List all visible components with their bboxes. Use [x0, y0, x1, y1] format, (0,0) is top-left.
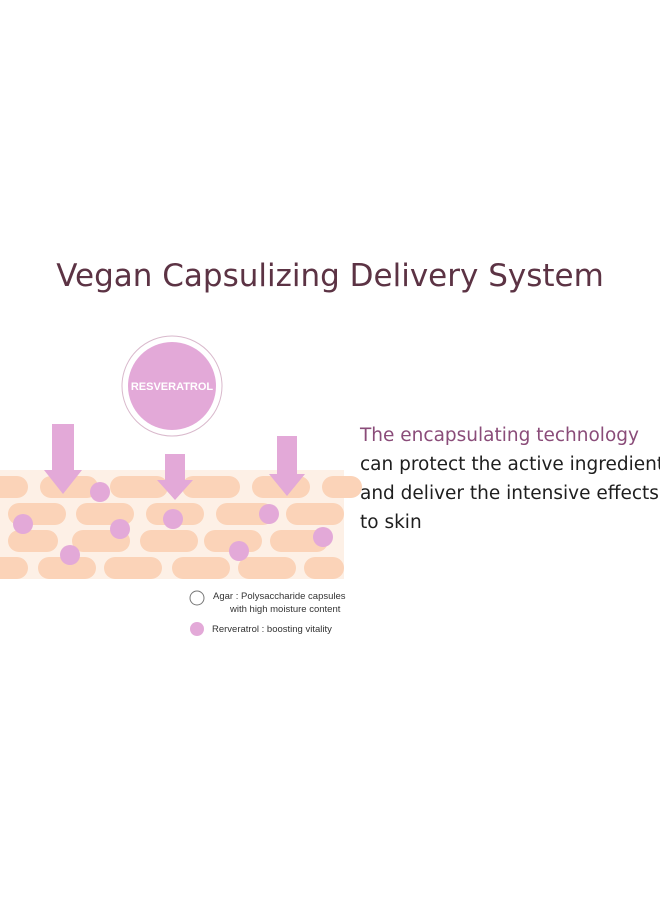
skin-cell [140, 530, 198, 552]
skin-cell [0, 557, 28, 579]
empty-circle-icon [189, 590, 205, 606]
description-line: and deliver the intensive effects [360, 483, 659, 504]
legend-agar-line1: Agar : Polysaccharide capsules [213, 591, 346, 602]
resveratrol-dot [90, 482, 110, 502]
down-arrow-icon [269, 436, 305, 496]
skin-cell [8, 530, 58, 552]
legend-agar-desc: Polysaccharide capsules [241, 591, 346, 602]
skin-cell [38, 557, 96, 579]
skin-cell [322, 476, 362, 498]
legend-resveratrol-term: Rerveratrol [212, 624, 259, 635]
description: The encapsulating technology can protect… [360, 421, 660, 537]
resveratrol-dot [60, 545, 80, 565]
skin-cell [172, 557, 230, 579]
resveratrol-dot [259, 504, 279, 524]
down-arrow-icon [157, 454, 193, 500]
resveratrol-dot [229, 541, 249, 561]
pink-dot-icon [190, 622, 204, 636]
skin-cell [110, 476, 168, 498]
resveratrol-dot [13, 514, 33, 534]
legend: Agar : Polysaccharide capsules with high… [189, 590, 346, 636]
legend-agar-term: Agar [213, 591, 233, 602]
resveratrol-capsule: RESVERATROL [121, 335, 223, 437]
page-title: Vegan Capsulizing Delivery System [56, 258, 604, 294]
capsule-label: RESVERATROL [131, 381, 214, 393]
legend-resveratrol-desc: boosting vitality [267, 624, 332, 635]
resveratrol-dot [110, 519, 130, 539]
skin-cell [304, 557, 344, 579]
skin-cell [286, 503, 344, 525]
legend-resveratrol: Rerveratrol : boosting vitality [212, 624, 332, 635]
down-arrow-icon [44, 424, 82, 494]
skin-cell [104, 557, 162, 579]
resveratrol-dots [13, 482, 333, 565]
skin-cell [238, 557, 296, 579]
description-highlight: The encapsulating technology [360, 425, 639, 446]
resveratrol-dot [313, 527, 333, 547]
skin-cell [182, 476, 240, 498]
legend-agar-line2: with high moisture content [229, 604, 341, 615]
description-line: can protect the active ingredients [360, 454, 660, 475]
skin-cell [0, 476, 28, 498]
skin-cell [216, 503, 274, 525]
description-line: to skin [360, 512, 422, 533]
resveratrol-dot [163, 509, 183, 529]
